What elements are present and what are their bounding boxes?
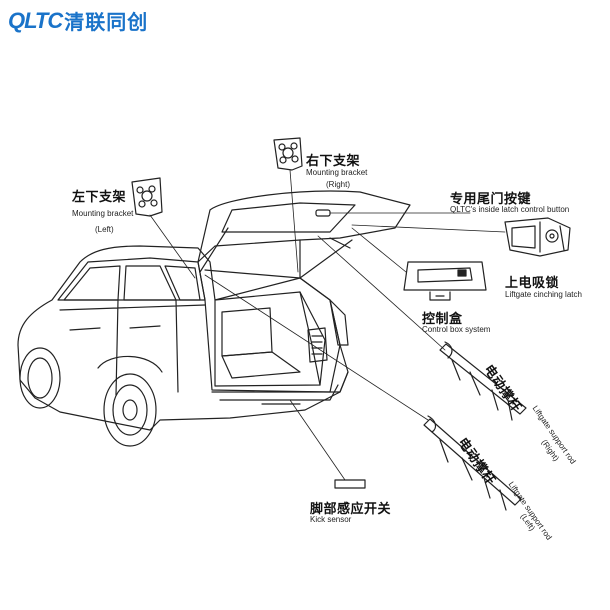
left-bracket-caption: Mounting bracket — [72, 209, 134, 218]
left-bracket-side: (Left) — [95, 225, 114, 234]
control-box-title: 控制盒 — [422, 311, 463, 326]
left-bracket-title: 左下支架 — [72, 189, 127, 204]
kick-sensor-caption: Kick sensor — [310, 515, 352, 524]
left-strut-illustration — [423, 415, 522, 511]
car-illustration — [17, 190, 411, 447]
leader-lines — [149, 169, 506, 481]
cinch-latch-caption: Liftgate cinching latch — [505, 290, 582, 299]
brand-chinese: 清联同创 — [64, 12, 149, 34]
latch-button-caption: QLTC's inside latch control button — [450, 205, 570, 214]
control-box-caption: Control box system — [422, 325, 491, 334]
kick-sensor-illustration — [334, 479, 366, 489]
right-bracket-title: 右下支架 — [306, 153, 361, 168]
latch-button-title: 专用尾门按键 — [450, 191, 532, 206]
right-strut-illustration — [439, 341, 527, 421]
cinch-latch-title: 上电吸锁 — [505, 275, 560, 290]
right-bracket-caption: Mounting bracket — [306, 168, 368, 177]
brand-logo: QLTC 清联同创 — [8, 6, 148, 35]
right-bracket-side: (Right) — [326, 180, 351, 189]
left-bracket-illustration — [131, 177, 163, 217]
latch-button-illustration — [315, 209, 331, 217]
brand-latin: QLTC — [8, 7, 63, 33]
right-bracket-illustration — [273, 137, 303, 171]
cinching-latch-illustration — [504, 217, 571, 257]
control-box-illustration — [403, 261, 487, 301]
kick-sensor-title: 脚部感应开关 — [310, 501, 392, 516]
